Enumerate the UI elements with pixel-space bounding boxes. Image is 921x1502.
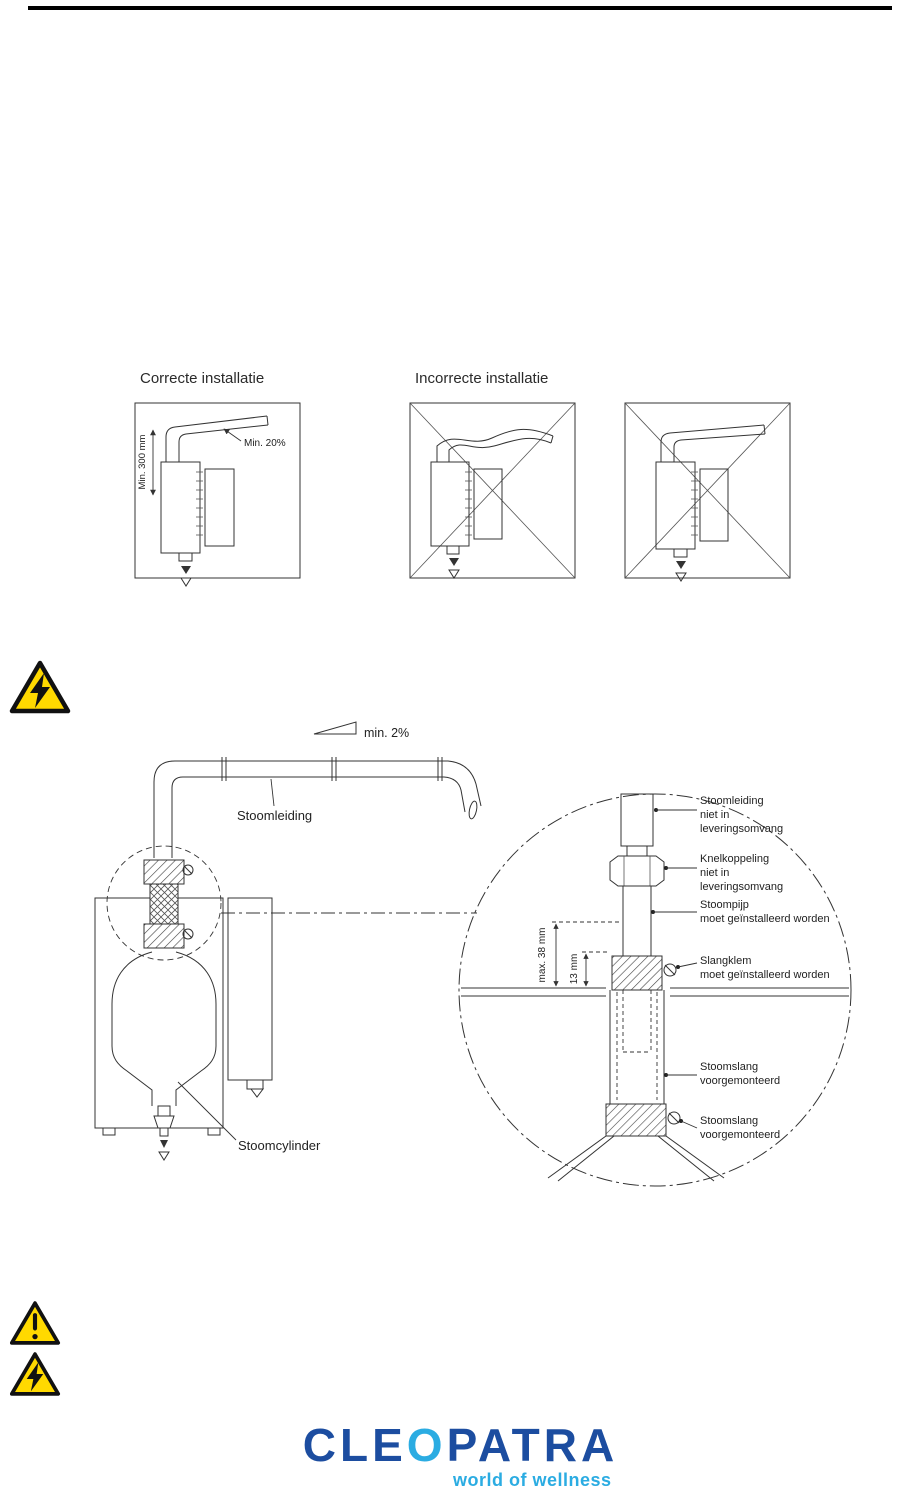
correct-installation-box: Min. 20% Min. 300 mm [134, 402, 301, 587]
pipe-flanges [221, 757, 443, 781]
hose-clamp-top [143, 859, 185, 885]
cross-line [409, 402, 576, 579]
svg-text:moet geïnstalleerd worden: moet geïnstalleerd worden [700, 969, 830, 981]
svg-text:niet in: niet in [700, 867, 729, 879]
detail-hose-clamp-bottom [605, 1103, 667, 1137]
svg-text:leveringsomvang: leveringsomvang [700, 881, 783, 893]
steam-line-figure: min. 2% Stoomleiding [94, 721, 852, 1187]
drain-arrow-icon [181, 566, 191, 574]
lightning-bolt-icon [26, 1362, 44, 1392]
control-box [227, 897, 273, 1081]
electric-warning-icon [9, 660, 71, 714]
detail-circle: max. 38 mm 13 mm Stoomleiding niet in [458, 793, 852, 1187]
callout-compression-fitting: Knelkoppeling [700, 853, 769, 865]
dim-slope-label: Min. 20% [244, 438, 286, 449]
logo-tagline: world of wellness [452, 1470, 612, 1490]
steam-generator-drawing: Stoomcylinder [94, 845, 321, 1161]
installation-boxes-figure: Min. 20% Min. 300 mm [134, 402, 791, 587]
logo-text-cle: CLE [302, 1419, 407, 1471]
drain-symbol-icon [158, 1151, 170, 1161]
detail-steam-line [620, 793, 654, 847]
drain-arrow-icon [160, 1140, 168, 1148]
high-voltage-warning-icon [9, 1352, 61, 1396]
svg-text:voorgemonteerd: voorgemonteerd [700, 1075, 780, 1087]
drain-symbol-icon [180, 577, 192, 587]
detail-callouts: Stoomleiding niet in leveringsomvang Kne… [700, 795, 830, 1141]
callout-steam-hose-2: Stoomslang [700, 1115, 758, 1127]
logo-text-o: O [406, 1419, 447, 1471]
svg-text:voorgemonteerd: voorgemonteerd [700, 1129, 780, 1141]
steam-pipe-label: Stoomleiding [237, 808, 312, 823]
drain-symbol-icon [448, 569, 460, 579]
callout-hose-clamp: Slangklem [700, 955, 751, 967]
footer-logo: CLEOPATRA world of wellness [0, 1422, 921, 1491]
detail-compression-fitting [609, 845, 665, 887]
logo-text-patra: PATRA [446, 1419, 619, 1471]
steam-outlet-funnel [547, 1135, 725, 1182]
drain-arrow-icon [449, 558, 459, 566]
cross-line [624, 402, 791, 579]
general-warning-icon [9, 1301, 61, 1345]
hose-clamp-bottom [143, 923, 185, 949]
svg-text:13 mm: 13 mm [569, 954, 580, 985]
steam-hose [149, 883, 179, 925]
detail-steam-hose [609, 990, 665, 1104]
incorrect-installation-box-1 [409, 402, 576, 579]
lightning-bolt-icon [30, 673, 50, 708]
svg-text:niet in: niet in [700, 809, 729, 821]
exclamation-icon [32, 1313, 38, 1331]
steam-cylinder-drawing [111, 951, 217, 1129]
detail-steam-pipe [622, 885, 652, 959]
callout-steam-pipe: Stoompijp [700, 899, 749, 911]
dimension-max-38: max. 38 mm [537, 921, 621, 987]
dim-height-label: Min. 300 mm [137, 434, 148, 489]
incorrect-installation-box-2 [624, 402, 791, 582]
callout-leaders [651, 808, 698, 1129]
slope-label: min. 2% [364, 726, 409, 740]
cleopatra-logo: CLEOPATRA [0, 1422, 921, 1468]
drain-symbol-icon [675, 572, 687, 582]
dimension-13mm: 13 mm [569, 951, 610, 987]
detail-reference-circle [106, 845, 222, 961]
level-gauge [196, 471, 203, 536]
ceiling-lines [461, 987, 849, 997]
steam-pipe-drawing: Stoomleiding [153, 757, 482, 858]
drain-arrow-icon [676, 561, 686, 569]
pipe-open-end [468, 800, 478, 820]
heading-incorrect-installation: Incorrecte installatie [415, 370, 549, 387]
callout-steam-hose-1: Stoomslang [700, 1061, 758, 1073]
steam-cylinder-label: Stoomcylinder [238, 1138, 321, 1153]
callout-steam-line: Stoomleiding [700, 795, 764, 807]
detail-hose-clamp-top [611, 955, 663, 991]
slope-symbol: min. 2% [313, 721, 409, 740]
svg-text:max. 38 mm: max. 38 mm [537, 927, 548, 982]
svg-text:moet geïnstalleerd worden: moet geïnstalleerd worden [700, 913, 830, 925]
heading-correct-installation: Correcte installatie [140, 370, 265, 387]
svg-text:leveringsomvang: leveringsomvang [700, 823, 783, 835]
page-top-rule [28, 6, 892, 10]
